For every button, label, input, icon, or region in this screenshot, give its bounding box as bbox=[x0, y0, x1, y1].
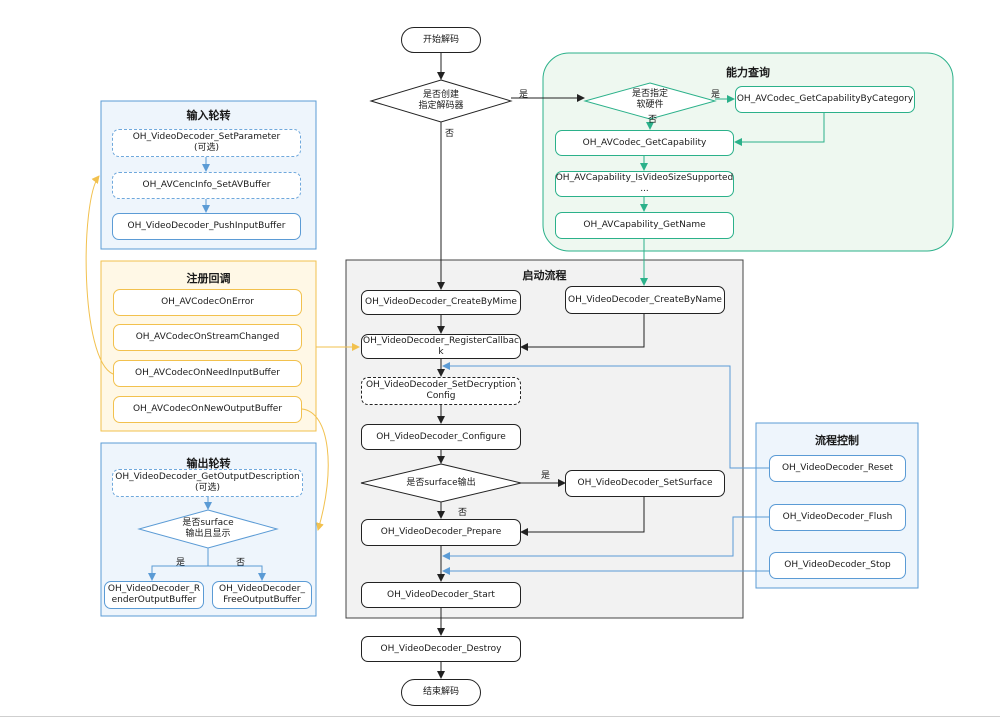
capability-group-title: 能力查询 bbox=[726, 66, 770, 79]
reset-node: OH_VideoDecoder_Reset bbox=[769, 455, 906, 482]
prepare-node: OH_VideoDecoder_Prepare bbox=[361, 519, 521, 546]
create-by-name-node: OH_VideoDecoder_CreateByName bbox=[565, 286, 725, 314]
control-group-title: 流程控制 bbox=[815, 434, 859, 447]
set-avbuffer-node: OH_AVCencInfo_SetAVBuffer bbox=[112, 172, 301, 199]
get-capability-node: OH_AVCodec_GetCapability bbox=[555, 130, 734, 156]
get-name-node: OH_AVCapability_GetName bbox=[555, 212, 734, 239]
hw-decision-label: 是否指定 软硬件 bbox=[631, 89, 668, 110]
create-decoder-decision-label: 是否创建 指定解码器 bbox=[418, 90, 464, 111]
page-bottom-divider bbox=[0, 716, 1000, 717]
set-surface-node: OH_VideoDecoder_SetSurface bbox=[565, 470, 725, 497]
is-video-size-supported-node: OH_AVCapability_IsVideoSizeSupported ... bbox=[555, 171, 734, 197]
render-output-buffer-node: OH_VideoDecoder_R enderOutputBuffer bbox=[104, 581, 204, 609]
input-group-title: 输入轮转 bbox=[186, 109, 231, 122]
flush-node: OH_VideoDecoder_Flush bbox=[769, 504, 906, 531]
destroy-node: OH_VideoDecoder_Destroy bbox=[361, 636, 521, 662]
on-stream-changed-node: OH_AVCodecOnStreamChanged bbox=[113, 324, 302, 351]
configure-node: OH_VideoDecoder_Configure bbox=[361, 424, 521, 450]
set-decryption-node: OH_VideoDecoder_SetDecryption Config bbox=[361, 377, 521, 405]
startup-group-title: 启动流程 bbox=[522, 269, 567, 282]
create-by-mime-node: OH_VideoDecoder_CreateByMime bbox=[361, 290, 521, 315]
surface-output-decision-label: 是否surface输出 bbox=[406, 478, 476, 488]
output-group-title: 输出轮转 bbox=[186, 457, 231, 470]
get-output-description-node: OH_VideoDecoder_GetOutputDescription (可选… bbox=[112, 469, 303, 497]
set-parameter-node: OH_VideoDecoder_SetParameter (可选) bbox=[112, 129, 301, 157]
no-label-display: 否 bbox=[236, 558, 246, 568]
stop-node: OH_VideoDecoder_Stop bbox=[769, 552, 906, 579]
start-decode-node: 开始解码 bbox=[401, 27, 481, 53]
register-callback-node: OH_VideoDecoder_RegisterCallbac k bbox=[361, 334, 521, 359]
on-new-output-buffer-node: OH_AVCodecOnNewOutputBuffer bbox=[113, 396, 302, 423]
yes-label-surface: 是 bbox=[541, 471, 551, 481]
on-need-input-buffer-node: OH_AVCodecOnNeedInputBuffer bbox=[113, 360, 302, 387]
no-label-create: 否 bbox=[445, 129, 455, 139]
surface-display-decision-label: 是否surface 输出且显示 bbox=[182, 518, 234, 539]
get-capability-by-category-node: OH_AVCodec_GetCapabilityByCategory bbox=[735, 86, 915, 113]
no-label-hw: 否 bbox=[648, 115, 658, 125]
on-error-node: OH_AVCodecOnError bbox=[113, 289, 302, 316]
callback-group-title: 注册回调 bbox=[186, 272, 231, 285]
start-node: OH_VideoDecoder_Start bbox=[361, 582, 521, 608]
free-output-buffer-node: OH_VideoDecoder_ FreeOutputBuffer bbox=[212, 581, 312, 609]
yes-label-hw: 是 bbox=[711, 90, 721, 100]
yes-label-display: 是 bbox=[176, 558, 186, 568]
no-label-surface: 否 bbox=[458, 508, 468, 518]
end-decode-node: 结束解码 bbox=[401, 679, 481, 706]
push-input-buffer-node: OH_VideoDecoder_PushInputBuffer bbox=[112, 213, 301, 240]
yes-label-create: 是 bbox=[519, 90, 529, 100]
